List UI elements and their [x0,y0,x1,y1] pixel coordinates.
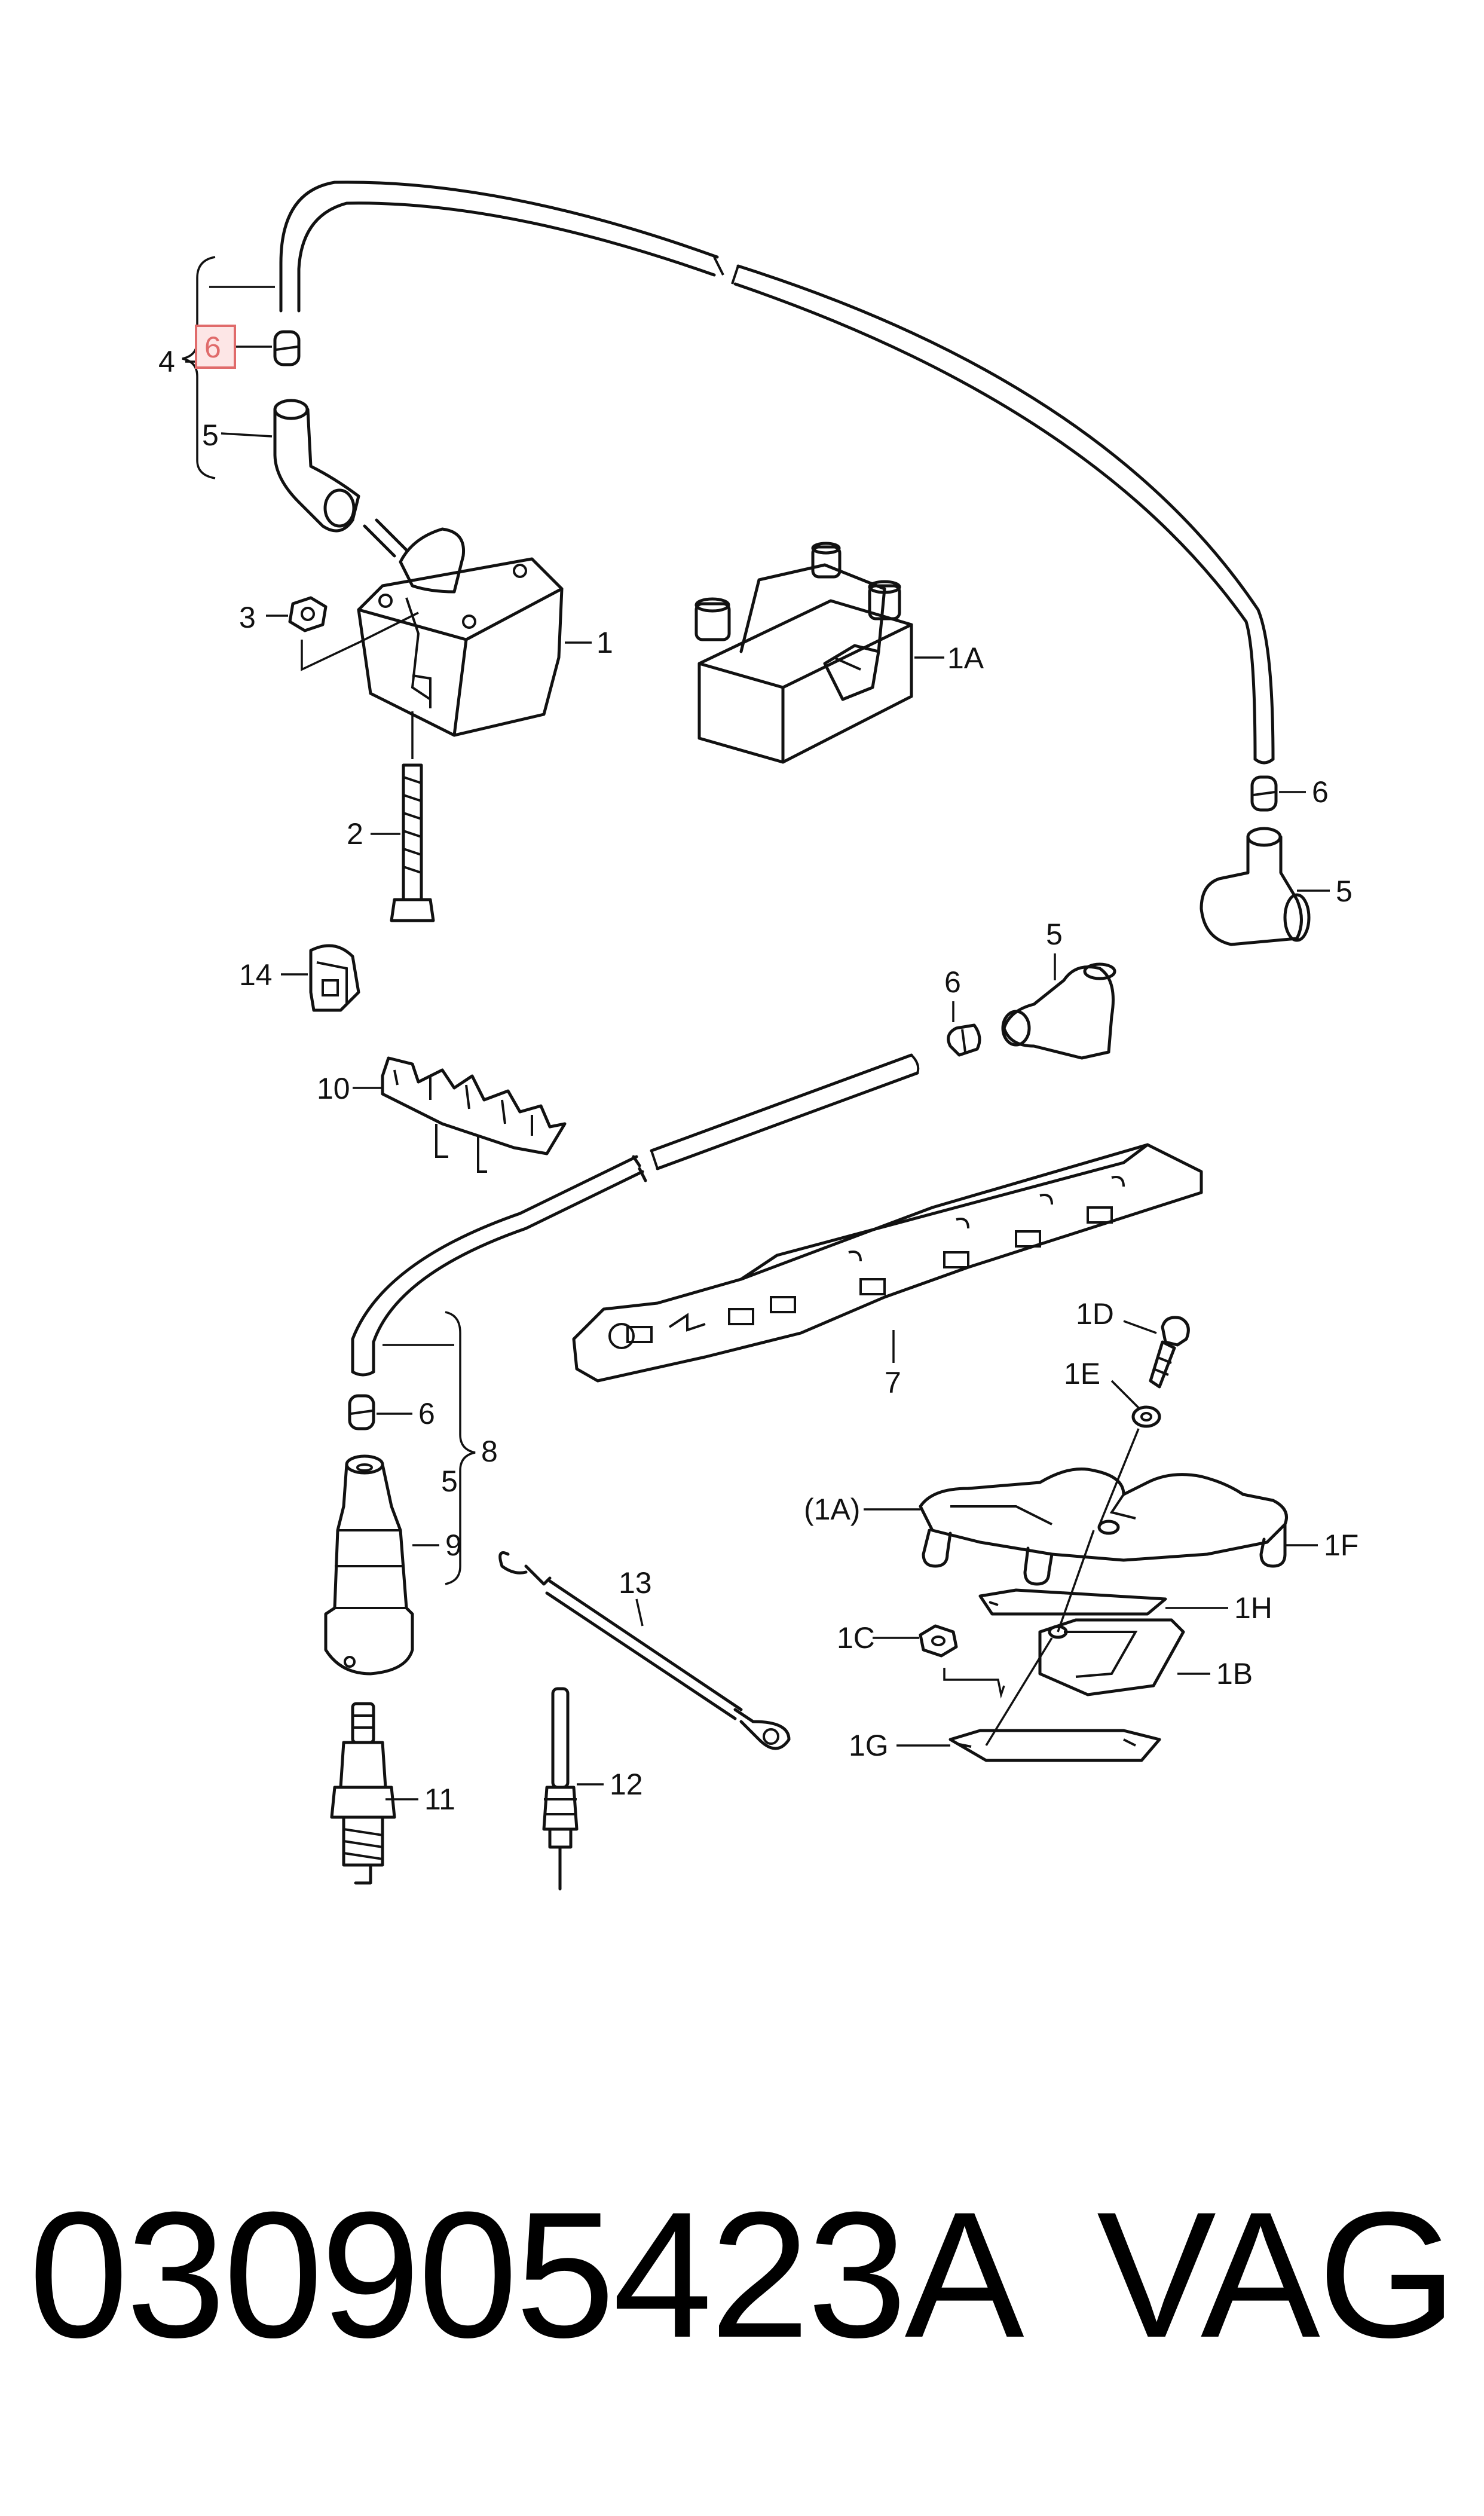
callout-labels: 4 6 5 3 1 1A 2 6 5 14 10 5 6 7 1D 1E 6 8… [158,331,1358,1816]
ignition-coil-1A [694,542,913,764]
callout-1A-paren[interactable]: (1A) [804,1493,860,1526]
angled-boot-middle [1001,962,1116,1060]
callout-5-lower[interactable]: 5 [441,1465,458,1498]
cable-clip-14 [309,944,360,1012]
hose-clip-right [1250,775,1278,812]
brand-name: VAG [1097,2174,1457,2375]
callout-6-lower[interactable]: 6 [418,1397,435,1430]
callout-5-middle[interactable]: 5 [1046,918,1063,951]
highlighted-callout-box [195,325,236,369]
spark-plug-connector-9 [324,1454,414,1676]
callout-1F[interactable]: 1F [1324,1528,1358,1562]
wire-holder-10 [381,1056,567,1173]
callout-8[interactable]: 8 [481,1435,498,1468]
callout-6-right[interactable]: 6 [1312,775,1329,809]
angled-boot-top [273,399,360,533]
callout-1D[interactable]: 1D [1076,1297,1114,1331]
straight-boot-right [1200,827,1311,946]
callout-7[interactable]: 7 [885,1366,901,1399]
callout-13[interactable]: 13 [619,1566,652,1600]
callout-2[interactable]: 2 [347,817,363,851]
callout-5-top[interactable]: 5 [202,418,219,452]
callout-11[interactable]: 11 [424,1783,455,1816]
bracket-group-8 [383,1311,476,1585]
callout-12[interactable]: 12 [610,1768,643,1801]
callout-4[interactable]: 4 [158,345,175,378]
callout-3[interactable]: 3 [239,601,256,634]
callout-1G[interactable]: 1G [849,1729,889,1762]
ground-strap-13 [498,1551,791,1750]
upper-ignition-lead [279,181,1275,765]
callout-1E[interactable]: 1E [1064,1357,1100,1390]
callout-1H[interactable]: 1H [1234,1591,1272,1625]
callout-9[interactable]: 9 [445,1528,462,1562]
callout-14[interactable]: 14 [239,958,273,992]
leader-lines [185,346,1330,1800]
hex-nut-3 [288,596,419,671]
bolt-2 [390,711,435,922]
callout-6-highlighted[interactable]: 6 [204,331,221,364]
callout-10[interactable]: 10 [317,1072,350,1105]
coil-bracket-assembly [919,1316,1288,1762]
hose-clip-top [273,330,301,366]
callout-5-right[interactable]: 5 [1336,875,1353,908]
part-number: 030905423A [29,2174,1024,2375]
bracket-group-4 [182,256,275,479]
middle-ignition-lead [351,1053,920,1377]
lead-rail-7 [572,1143,1203,1383]
callout-1[interactable]: 1 [596,626,613,659]
callout-6-middle[interactable]: 6 [944,965,961,999]
callout-1B[interactable]: 1B [1216,1657,1253,1690]
hose-clip-middle [947,1023,981,1057]
spark-plug-11 [330,1702,396,1885]
callout-1C[interactable]: 1C [837,1621,875,1655]
hose-clip-lower[interactable] [348,1394,375,1430]
callout-1A[interactable]: 1A [947,641,984,675]
glow-plug-12 [542,1687,579,1891]
